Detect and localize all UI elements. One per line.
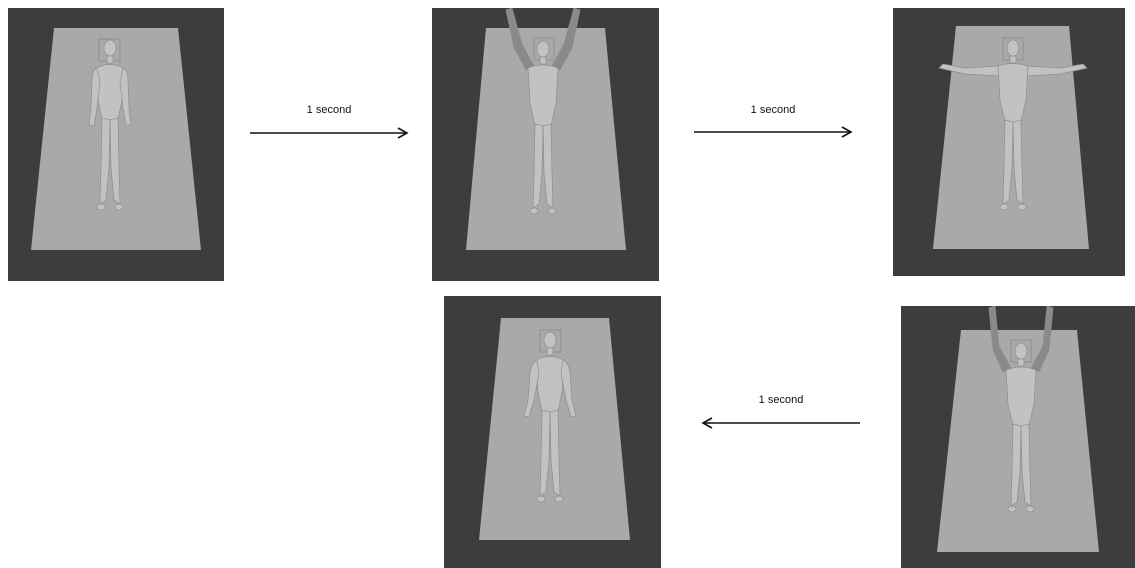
arrow-label: 1 second	[692, 104, 854, 116]
arrow-label: 1 second	[248, 104, 410, 116]
left-arrow-icon	[700, 417, 862, 429]
transition-arrow-3: 1 second	[700, 394, 862, 434]
pose-frame-5	[444, 296, 661, 568]
transition-arrow-2: 1 second	[692, 104, 854, 144]
transition-arrow-1: 1 second	[248, 104, 410, 144]
pose-scene	[432, 8, 659, 281]
pose-frame-1	[8, 8, 224, 281]
pose-frame-2	[432, 8, 659, 281]
pose-scene	[8, 8, 224, 281]
right-arrow-icon	[248, 127, 410, 139]
pose-scene	[444, 296, 661, 568]
pose-scene	[893, 8, 1125, 276]
arrow-label: 1 second	[700, 394, 862, 406]
right-arrow-icon	[692, 126, 854, 138]
pose-scene	[901, 306, 1135, 568]
pose-frame-4	[901, 306, 1135, 568]
pose-frame-3	[893, 8, 1125, 276]
